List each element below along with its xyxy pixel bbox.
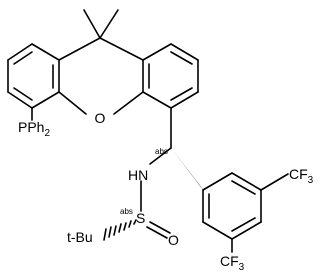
cf3-top-label: CF3 [289,166,314,186]
wedge-bond-aryl [171,148,205,192]
phosphorus-label: PPh2 [18,119,50,139]
cf3-bottom-label: CF3 [220,253,245,273]
oxygen-ring-label: O [95,110,106,126]
sulfinyl-oxygen-label: O [168,232,179,248]
abs-sulfur-label: abs [120,207,133,216]
tert-butyl-label: t-Bu [67,229,93,245]
sulfur-label: S [136,210,145,226]
nitrogen-label: HN [128,167,148,183]
hash-bond-tbu [103,219,137,241]
bond-lines [7,9,289,253]
abs-carbon-label: abs [155,147,168,156]
